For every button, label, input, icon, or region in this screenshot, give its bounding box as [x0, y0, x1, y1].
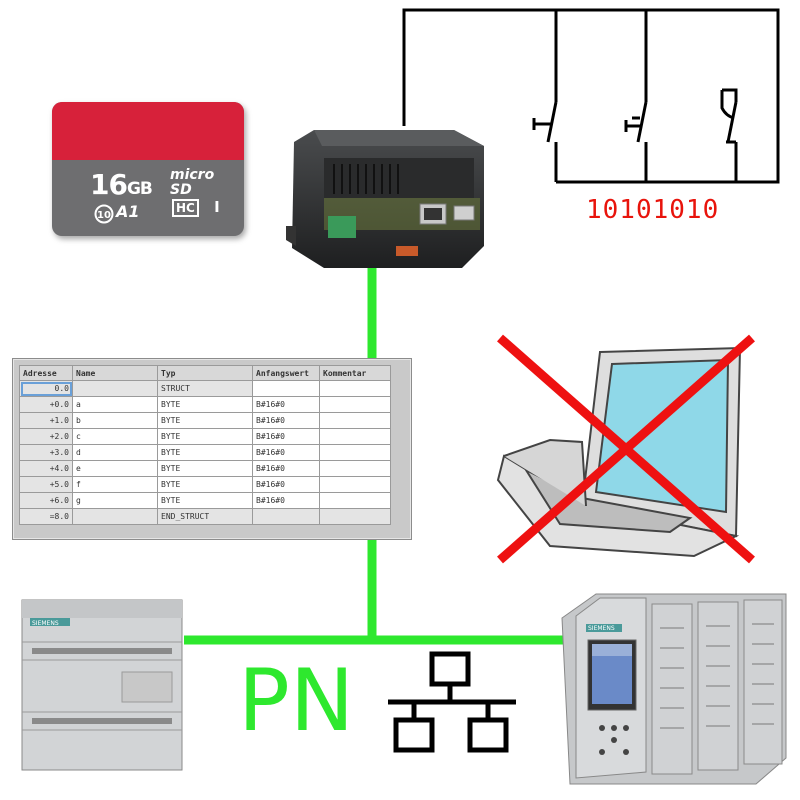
col-header-initial-value: Anfangswert [252, 365, 320, 381]
cell-comment[interactable] [319, 476, 391, 493]
cell-name[interactable]: f [72, 476, 158, 493]
cell-type[interactable]: BYTE [157, 412, 253, 429]
cell-address[interactable]: +3.0 [19, 444, 73, 461]
cell-address[interactable]: 0.0 [19, 380, 73, 397]
cell-comment[interactable] [319, 412, 391, 429]
cell-comment[interactable] [319, 396, 391, 413]
plc-s7-1500-image: SIEMENS [561, 593, 787, 785]
cell-name[interactable]: a [72, 396, 158, 413]
table-row[interactable]: +1.0 b BYTE B#16#0 [19, 412, 391, 429]
cell-comment[interactable] [319, 444, 391, 461]
col-header-comment: Kommentar [319, 365, 391, 381]
cell-name[interactable] [72, 380, 158, 397]
cell-address[interactable]: +0.0 [19, 396, 73, 413]
cell-type[interactable]: BYTE [157, 492, 253, 509]
cell-name[interactable] [72, 508, 158, 525]
table-row[interactable]: +6.0 g BYTE B#16#0 [19, 492, 391, 509]
plc-s7-1200-image: SIEMENS [21, 599, 183, 771]
cell-initial-value[interactable] [252, 508, 320, 525]
col-header-name: Name [72, 365, 158, 381]
table-row[interactable]: +3.0 d BYTE B#16#0 [19, 444, 391, 461]
switch-1-icon [532, 101, 558, 143]
switch-3-icon [720, 88, 738, 144]
cell-comment[interactable] [319, 460, 391, 477]
table-row[interactable]: +4.0 e BYTE B#16#0 [19, 460, 391, 477]
plc-right-brand: SIEMENS [588, 625, 615, 632]
cell-address[interactable]: +2.0 [19, 428, 73, 445]
col-header-address: Adresse [19, 365, 73, 381]
cell-initial-value[interactable]: B#16#0 [252, 476, 320, 493]
cell-initial-value[interactable]: B#16#0 [252, 396, 320, 413]
sd-card-label-stripe [52, 102, 244, 160]
cell-comment[interactable] [319, 492, 391, 509]
cell-initial-value[interactable]: B#16#0 [252, 492, 320, 509]
plc-left-brand: SIEMENS [32, 620, 59, 627]
switch-wiring-diagram [402, 8, 780, 184]
cell-comment[interactable] [319, 380, 391, 397]
cell-address[interactable]: =8.0 [19, 508, 73, 525]
sdhc-label: HC I [172, 198, 220, 217]
cell-type[interactable]: BYTE [157, 396, 253, 413]
laptop-crossed-out-icon [496, 334, 755, 564]
cell-type[interactable]: BYTE [157, 476, 253, 493]
cell-address[interactable]: +1.0 [19, 412, 73, 429]
cell-initial-value[interactable]: B#16#0 [252, 460, 320, 477]
table-row[interactable]: =8.0 END_STRUCT [19, 508, 391, 525]
usb-port [453, 205, 475, 221]
data-block-table-window: Adresse Name Typ Anfangswert Kommentar 0… [12, 358, 412, 540]
cell-name[interactable]: e [72, 460, 158, 477]
data-block-table: Adresse Name Typ Anfangswert Kommentar 0… [19, 365, 391, 525]
cell-name[interactable]: c [72, 428, 158, 445]
table-row[interactable]: +2.0 c BYTE B#16#0 [19, 428, 391, 445]
col-header-type: Typ [157, 365, 253, 381]
table-row[interactable]: +5.0 f BYTE B#16#0 [19, 476, 391, 493]
cell-type[interactable]: BYTE [157, 428, 253, 445]
cell-initial-value[interactable]: B#16#0 [252, 444, 320, 461]
switch-2-icon [624, 101, 648, 143]
cell-type[interactable]: BYTE [157, 460, 253, 477]
cell-comment[interactable] [319, 428, 391, 445]
app-class-label: A1 [116, 202, 140, 221]
cell-address[interactable]: +6.0 [19, 492, 73, 509]
cell-comment[interactable] [319, 508, 391, 525]
table-row[interactable]: 0.0 STRUCT [19, 380, 391, 397]
cell-type[interactable]: END_STRUCT [157, 508, 253, 525]
profinet-label: PN [238, 651, 355, 751]
svg-text:10: 10 [97, 210, 111, 221]
cell-initial-value[interactable]: B#16#0 [252, 428, 320, 445]
cell-initial-value[interactable]: B#16#0 [252, 412, 320, 429]
cell-initial-value[interactable] [252, 380, 320, 397]
network-topology-icon [388, 651, 516, 753]
terminal-block [328, 216, 356, 238]
cell-address[interactable]: +5.0 [19, 476, 73, 493]
speed-class-icon: 10 [94, 204, 114, 224]
cell-name[interactable]: b [72, 412, 158, 429]
switch-state-bits: 10101010 [586, 195, 720, 225]
gateway-device-image [286, 130, 484, 268]
cell-type[interactable]: BYTE [157, 444, 253, 461]
sd-card-capacity: 16GB [90, 168, 153, 201]
cell-name[interactable]: g [72, 492, 158, 509]
cell-name[interactable]: d [72, 444, 158, 461]
cell-type[interactable]: STRUCT [157, 380, 253, 397]
table-row[interactable]: +0.0 a BYTE B#16#0 [19, 396, 391, 413]
cell-address[interactable]: +4.0 [19, 460, 73, 477]
